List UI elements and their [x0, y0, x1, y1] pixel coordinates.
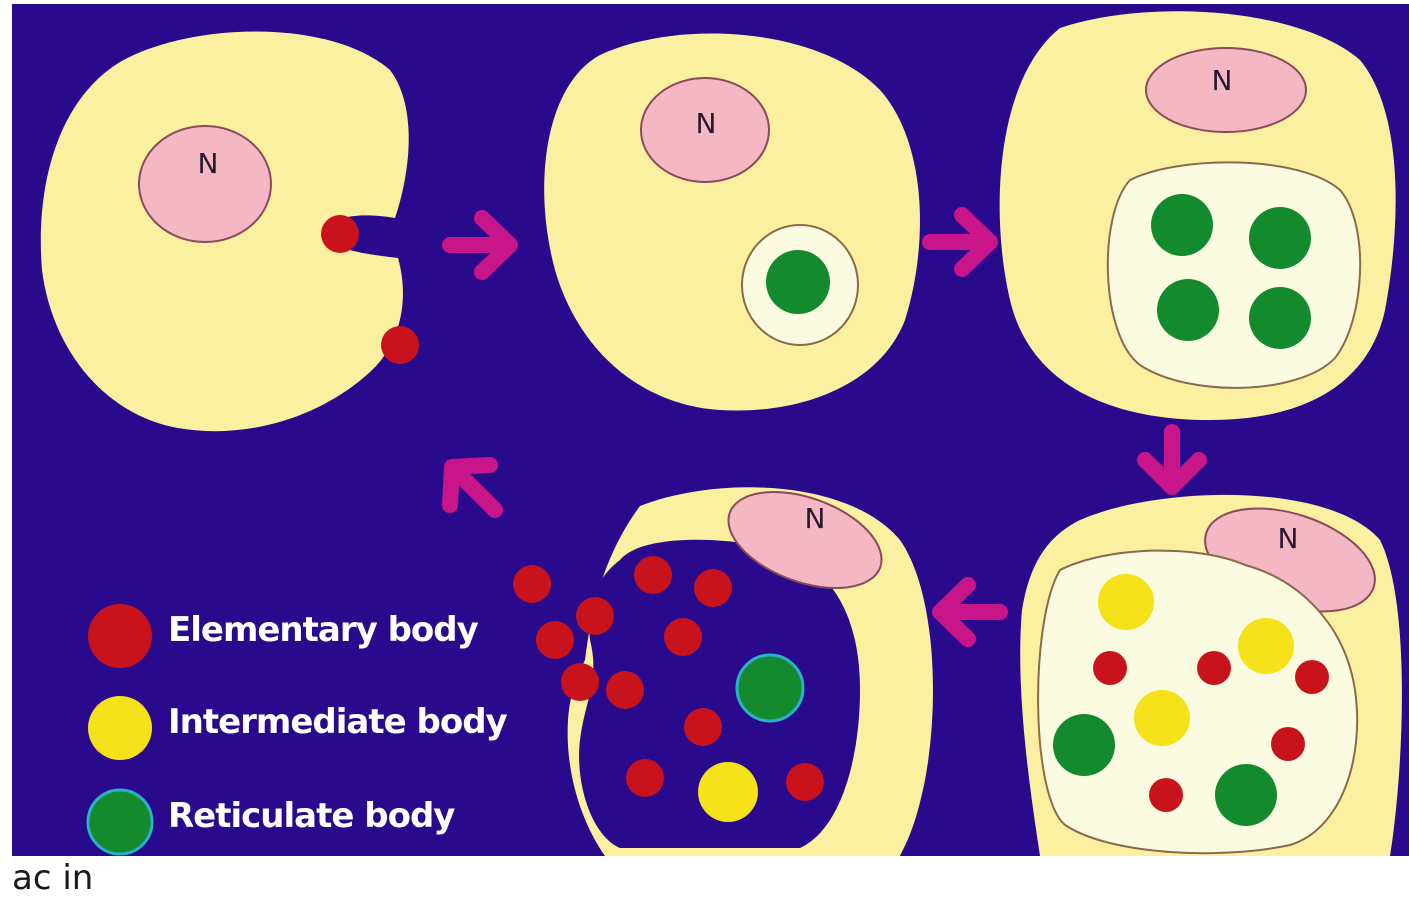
cell-4-elementary-body — [1149, 778, 1183, 812]
cell-5-elementary-body — [684, 708, 722, 746]
legend-swatch-reticulate — [88, 790, 152, 854]
cell-5-elementary-body — [626, 759, 664, 797]
cell-3-reticulate-body — [1249, 207, 1311, 269]
cell-4-elementary-body — [1271, 727, 1305, 761]
cell-5-elementary-body — [536, 621, 574, 659]
cell-4-differentiation: N — [1020, 489, 1402, 856]
cell-3-reticulate-body — [1157, 279, 1219, 341]
cell-2-nucleus-label: N — [696, 107, 717, 140]
cell-4-reticulate-body — [1053, 714, 1115, 776]
legend-swatch-elementary — [88, 604, 152, 668]
cell-3-reticulate-body — [1249, 287, 1311, 349]
cell-1-nucleus — [139, 126, 271, 242]
cell-3-replication: N — [1000, 11, 1396, 420]
cell-1-elementary-body — [321, 215, 359, 253]
cell-1-nucleus-label: N — [198, 147, 219, 180]
cell-3-nucleus-label: N — [1212, 64, 1233, 97]
cell-5-elementary-body — [664, 618, 702, 656]
legend-label-reticulate-body: Reticulate body — [168, 796, 454, 836]
cell-4-elementary-body — [1197, 651, 1231, 685]
cell-4-elementary-body — [1093, 651, 1127, 685]
cell-5-elementary-body — [694, 569, 732, 607]
cell-4-nucleus-label: N — [1278, 522, 1299, 555]
legend-label-elementary-body: Elementary body — [168, 610, 478, 650]
cell-4-intermediate-body — [1238, 618, 1294, 674]
cell-5-intermediate-body — [698, 762, 758, 822]
cell-5-elementary-body — [606, 671, 644, 709]
legend-swatch-intermediate — [88, 696, 152, 760]
cell-4-intermediate-body — [1098, 574, 1154, 630]
cell-5-nucleus-label: N — [805, 502, 826, 535]
cell-5-elementary-body — [786, 763, 824, 801]
cell-4-intermediate-body — [1134, 690, 1190, 746]
cell-3-inclusion-vacuole — [1108, 162, 1360, 388]
legend-label-intermediate-body: Intermediate body — [168, 702, 507, 742]
released-elementary-body — [513, 565, 551, 603]
cell-4-reticulate-body — [1215, 764, 1277, 826]
cell-5-elementary-body — [561, 663, 599, 701]
cell-5-elementary-body — [634, 556, 672, 594]
cell-5-reticulate-body — [737, 655, 803, 721]
cell-1-elementary-body — [381, 326, 419, 364]
legend-swatches — [88, 604, 152, 854]
cell-3-reticulate-body — [1151, 194, 1213, 256]
cell-2-reticulate-body — [766, 250, 830, 314]
cell-5-elementary-body — [576, 597, 614, 635]
footer-caption-text: ac in — [12, 858, 93, 898]
cell-4-elementary-body — [1295, 660, 1329, 694]
